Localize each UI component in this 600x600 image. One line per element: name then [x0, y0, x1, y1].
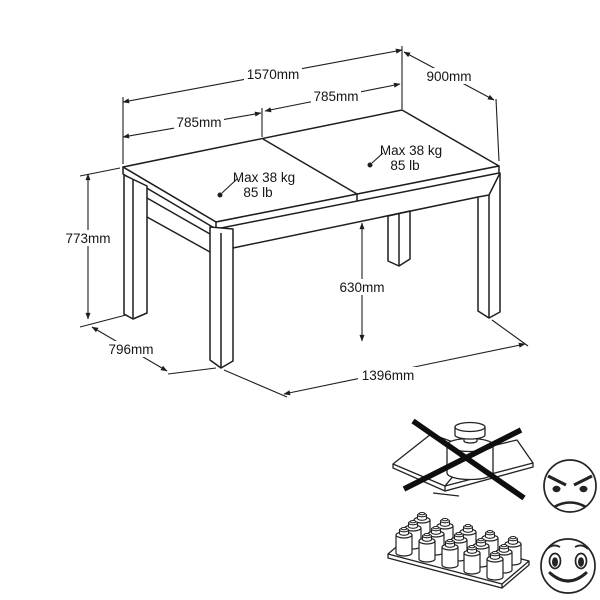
table-front-leg	[209, 226, 234, 369]
load-label-left-panel: Max 38 kg 85 lb	[217, 170, 295, 200]
tabletop-seam	[262, 138, 358, 195]
cross-icon	[402, 418, 526, 501]
max-load-right-line1: Max 38 kg	[380, 143, 442, 158]
happy-face-icon	[540, 538, 596, 594]
dimension-base-depth: 796mm	[91, 326, 168, 372]
dimension-clearance: 630mm	[336, 222, 388, 342]
apron-front-left-bottom-edge	[146, 216, 211, 253]
dimension-left-half: 785mm	[122, 111, 262, 139]
dim-base-depth-label: 796mm	[108, 342, 153, 357]
dim-clearance-label: 630mm	[339, 280, 384, 295]
dim-left-half-label: 785mm	[176, 115, 221, 130]
leader-dot	[217, 192, 223, 198]
dim-height-label: 773mm	[65, 231, 110, 246]
max-load-left-line1: Max 38 kg	[233, 170, 295, 185]
apron-front-right-edge	[232, 196, 479, 249]
table-right-leg	[477, 172, 501, 319]
distributed-load-icon	[387, 511, 530, 589]
dimension-total-length: 1570mm	[122, 48, 403, 104]
dim-depth-label: 900mm	[426, 69, 471, 84]
table-back-leg	[387, 210, 411, 267]
dim-right-half-label: 785mm	[313, 89, 358, 104]
dim-total-length-label: 1570mm	[247, 67, 300, 82]
dimension-height: 773mm	[62, 173, 114, 320]
table-drawing	[122, 109, 501, 369]
apron-front-left-top-edge	[146, 197, 211, 235]
dimension-depth: 900mm	[403, 51, 495, 101]
angry-face-icon	[543, 459, 597, 513]
load-label-right-panel: Max 38 kg 85 lb	[367, 143, 442, 173]
concentrated-load-crossed-out-icon	[392, 418, 534, 501]
max-load-right-line2: 85 lb	[390, 158, 419, 173]
max-load-left-line2: 85 lb	[243, 185, 272, 200]
dimension-base-length: 1396mm	[283, 342, 526, 396]
table-left-leg	[123, 174, 148, 320]
leader-dot	[367, 162, 373, 168]
dimension-right-half: 785mm	[264, 82, 401, 113]
dim-base-length-label: 1396mm	[362, 368, 415, 383]
